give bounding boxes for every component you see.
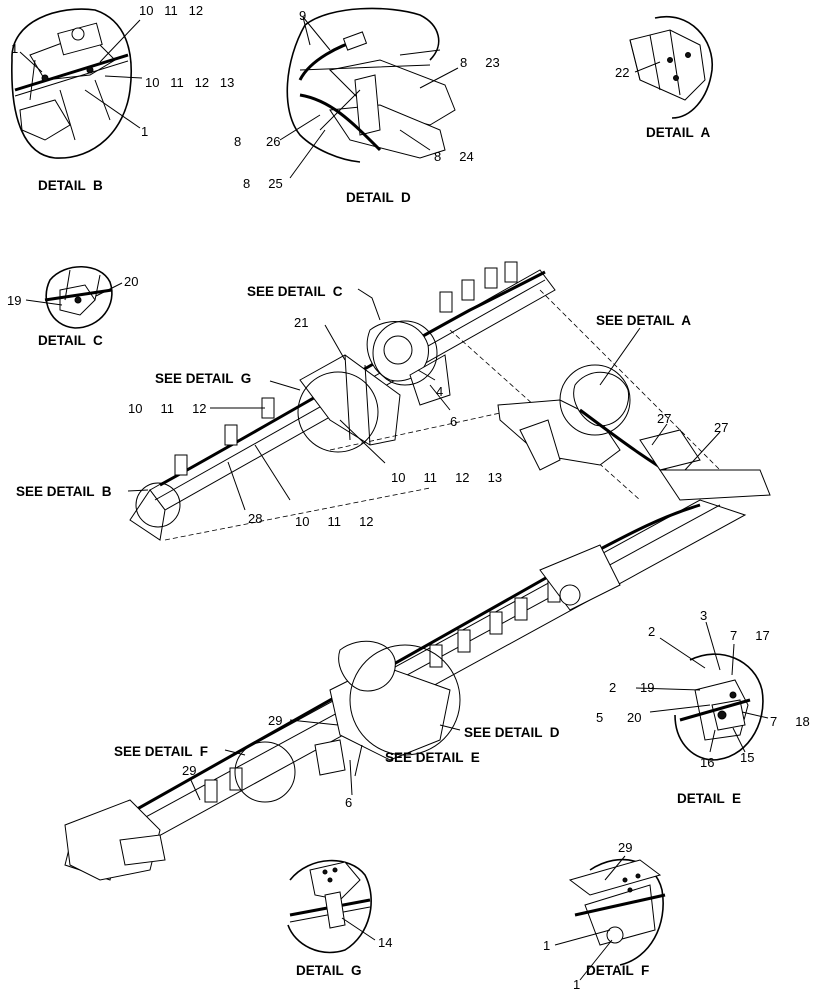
detail-b-view [11,8,143,159]
callout-d-8-23: 8 23 [460,55,500,70]
detail-e-view [635,621,769,761]
callout-e-2a: 2 [648,624,655,639]
see-detail-d: SEE DETAIL D [464,725,560,740]
callout-e-7-17: 7 17 [730,628,770,643]
callout-f-1a: 1 [543,938,550,953]
callout-c-19: 19 [7,293,21,308]
detail-a-view [629,15,713,119]
callout-b-1a: 1 [11,41,18,56]
detail-f-view [554,855,666,981]
callout-e-19: 19 [640,680,654,695]
detail-g-title: DETAIL G [296,963,362,978]
callout-f-29: 29 [618,840,632,855]
callout-d-8-24: 8 24 [434,149,474,164]
callout-m-6: 6 [450,414,457,429]
callout-c-20: 20 [124,274,138,289]
callout-e-2b: 2 [609,680,616,695]
detail-d-title: DETAIL D [346,190,411,205]
right-arm-assembly [497,327,771,501]
see-detail-g: SEE DETAIL G [155,371,251,386]
see-detail-b: SEE DETAIL B [16,484,112,499]
callout-d-26: 26 [266,134,280,149]
see-detail-e: SEE DETAIL E [385,750,480,765]
callout-b-1b: 1 [141,124,148,139]
callout-d-8a: 8 [234,134,241,149]
see-detail-c: SEE DETAIL C [247,284,343,299]
see-detail-a: SEE DETAIL A [596,313,691,328]
lower-frame-assembly [64,499,747,881]
callout-e-20: 20 [627,710,641,725]
callout-l-29b: 29 [182,763,196,778]
callout-g-14: 14 [378,935,392,950]
callout-m-28: 28 [248,511,262,526]
callout-l-29a: 29 [268,713,282,728]
detail-f-title: DETAIL F [586,963,649,978]
detail-a-title: DETAIL A [646,125,711,140]
callout-f-1b: 1 [573,977,580,992]
see-detail-f: SEE DETAIL F [114,744,208,759]
detail-c-view [25,266,123,329]
detail-e-title: DETAIL E [677,791,741,806]
callout-m-21: 21 [294,315,308,330]
detail-g-view [287,859,376,954]
detail-c-title: DETAIL C [38,333,103,348]
callout-b-top: 10 11 12 [139,3,203,18]
callout-e-15: 15 [740,750,754,765]
callout-m-10-13: 10 11 12 13 [391,470,502,485]
callout-e-16: 16 [700,755,714,770]
callout-m-10-12b: 10 11 12 [295,514,374,529]
detail-d-view [279,7,459,179]
callout-l-6: 6 [345,795,352,810]
callout-m-27b: 27 [714,420,728,435]
callout-e-5: 5 [596,710,603,725]
callout-m-27a: 27 [657,411,671,426]
callout-d-9: 9 [299,8,306,23]
callout-e-3: 3 [700,608,707,623]
callout-m-4: 4 [436,384,443,399]
callout-e-7-18: 7 18 [770,714,810,729]
callout-m-10-12: 10 11 12 [128,401,207,416]
upper-frame-assembly [127,261,721,541]
callout-a-22: 22 [615,65,629,80]
callout-d-8-25: 8 25 [243,176,283,191]
detail-b-title: DETAIL B [38,178,103,193]
callout-b-mid: 10 11 12 13 [145,75,234,90]
